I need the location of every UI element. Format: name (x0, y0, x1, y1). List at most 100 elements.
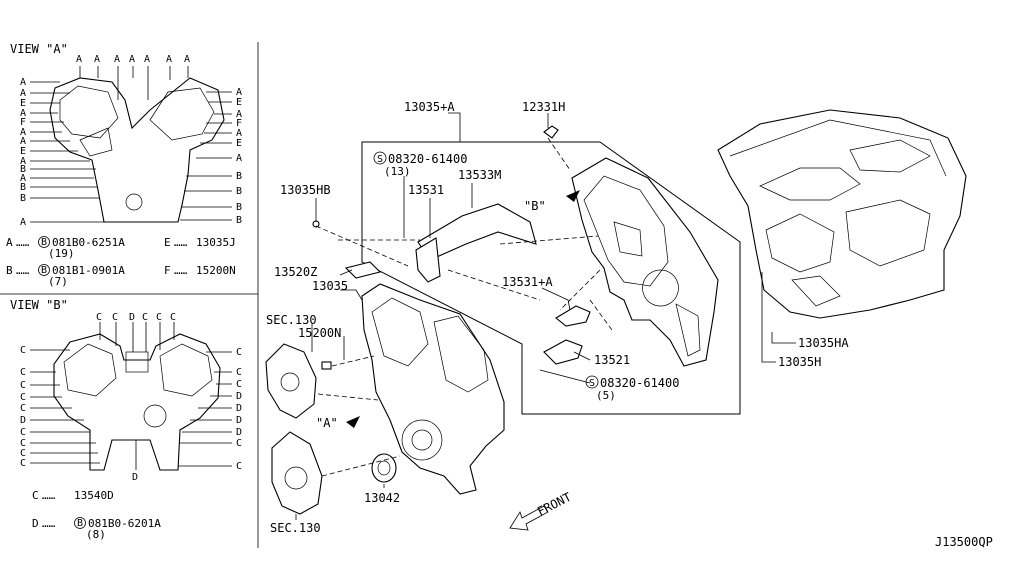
view-a-left-letter: A (20, 108, 26, 119)
view-a-left-letter: B (20, 182, 26, 193)
circle-letter: B (77, 518, 83, 529)
plug-15200n (321, 361, 332, 370)
view-a-left-letter: A (20, 136, 26, 147)
qty-13: (13) (384, 165, 411, 178)
view-a-top-letter: A (166, 54, 172, 65)
screw-circle-icon (373, 151, 387, 165)
qty-5: (5) (596, 389, 616, 402)
legend-dots: …… (16, 236, 30, 249)
water-pump-sec130 (265, 343, 317, 419)
main-leader-lines (295, 112, 796, 520)
view-a-left-letter: A (20, 88, 26, 99)
water-pump-pulley (280, 372, 300, 392)
view-a-left-letter: A (20, 217, 26, 228)
label-13035ha: 13035HA (798, 336, 849, 350)
view-a-top-letter: A (114, 54, 120, 65)
view-a-right-letter: B (236, 186, 242, 197)
view-b-title: VIEW "B" (10, 298, 68, 312)
view-b-panel: VIEW "B" C C D C C C C C C C C D C C C C… (10, 298, 242, 541)
diagram-code: J13500QP (935, 535, 993, 549)
label-08320-61400-5: 08320-61400 (600, 376, 679, 390)
legend-key: D (32, 517, 39, 530)
view-b-top-letter: D (129, 312, 135, 323)
screw-circle-icon (585, 375, 599, 389)
view-a-right-leaders (180, 91, 232, 221)
oil-seal-inner (377, 460, 391, 476)
view-a-left-letter: B (20, 193, 26, 204)
legend-code: 15200N (196, 264, 236, 277)
view-b-legend: C …… 13540D D …… B 081B0-6201A (8) (32, 489, 161, 541)
view-b-top-letter: C (156, 312, 162, 323)
view-a-right-letter: B (236, 202, 242, 213)
view-b-left-letter: C (20, 448, 26, 459)
view-b-left-letter: D (20, 415, 26, 426)
view-a-top-letter: A (144, 54, 150, 65)
label-13533m: 13533M (458, 168, 501, 182)
view-b-right-letter: C (236, 438, 242, 449)
view-a-left-letter: E (20, 98, 26, 109)
legend-dots: …… (16, 264, 30, 277)
view-b-right-letter: D (236, 427, 242, 438)
view-a-right-letter: F (236, 118, 242, 129)
legend-qty: (7) (48, 275, 68, 288)
view-b-left-bore (63, 343, 117, 397)
view-b-left-letter: C (20, 438, 26, 449)
view-a-left-letter: A (20, 156, 26, 167)
view-b-right-letter: C (236, 347, 242, 358)
view-a-right-bore (149, 87, 215, 141)
view-a-top-letter: A (184, 54, 190, 65)
view-a-right-letter: E (236, 97, 242, 108)
view-b-left-letter: C (20, 427, 26, 438)
view-b-left-leaders (30, 349, 100, 464)
lower-timing-cover (361, 283, 505, 495)
legend-code: 13035J (196, 236, 236, 249)
view-b-right-bore (159, 343, 213, 397)
label-13521: 13521 (594, 353, 630, 367)
view-b-right-letter: C (236, 461, 242, 472)
view-b-crank-hole (143, 404, 167, 428)
view-a-left-letter: A (20, 77, 26, 88)
view-a-right-letter: A (236, 109, 242, 120)
view-b-left-letter: C (20, 345, 26, 356)
oil-seal-13042 (371, 453, 397, 483)
view-b-top-leaders (99, 322, 175, 352)
view-b-right-letter: D (236, 403, 242, 414)
label-view-b-ref: "B" (524, 199, 546, 213)
legend-key: A (6, 236, 13, 249)
view-b-top-letter: C (96, 312, 102, 323)
label-13531: 13531 (408, 183, 444, 197)
bolt-circle-icon (38, 264, 50, 276)
view-b-left-letter: C (20, 367, 26, 378)
view-b-right-letter: C (236, 367, 242, 378)
bolt-circle-icon (38, 236, 50, 248)
view-a-right-letter: B (236, 215, 242, 226)
circle-letter: S (377, 154, 383, 165)
view-a-arrow-icon (346, 416, 360, 428)
legend-code: 081B0-6201A (88, 517, 161, 530)
view-b-left-letter: C (20, 392, 26, 403)
view-a-title: VIEW "A" (10, 42, 68, 56)
legend-qty: (8) (86, 528, 106, 541)
view-a-left-letter: A (20, 127, 26, 138)
label-sec130-top: SEC.130 (266, 313, 317, 327)
legend-key: E (164, 236, 171, 249)
view-b-left-letter: C (20, 403, 26, 414)
legend-key: B (6, 264, 13, 277)
view-a-cover-outline (49, 77, 225, 223)
view-b-right-letter: D (236, 415, 242, 426)
view-a-right-letter: B (236, 171, 242, 182)
legend-code: 081B0-6251A (52, 236, 125, 249)
gasket-13521 (543, 339, 583, 365)
circle-letter: S (589, 378, 595, 389)
legend-dots: …… (174, 236, 188, 249)
label-13035: 13035 (312, 279, 348, 293)
label-13035a: 13035+A (404, 100, 455, 114)
legend-code: 13540D (74, 489, 114, 502)
view-b-right-letter: D (236, 391, 242, 402)
label-12331h: 12331H (522, 100, 565, 114)
upper-timing-cover (571, 157, 719, 367)
legend-dots: …… (174, 264, 188, 277)
legend-code: 081B1-0901A (52, 264, 125, 277)
view-a-crank-hole (125, 193, 143, 211)
label-13531a: 13531+A (502, 275, 553, 289)
